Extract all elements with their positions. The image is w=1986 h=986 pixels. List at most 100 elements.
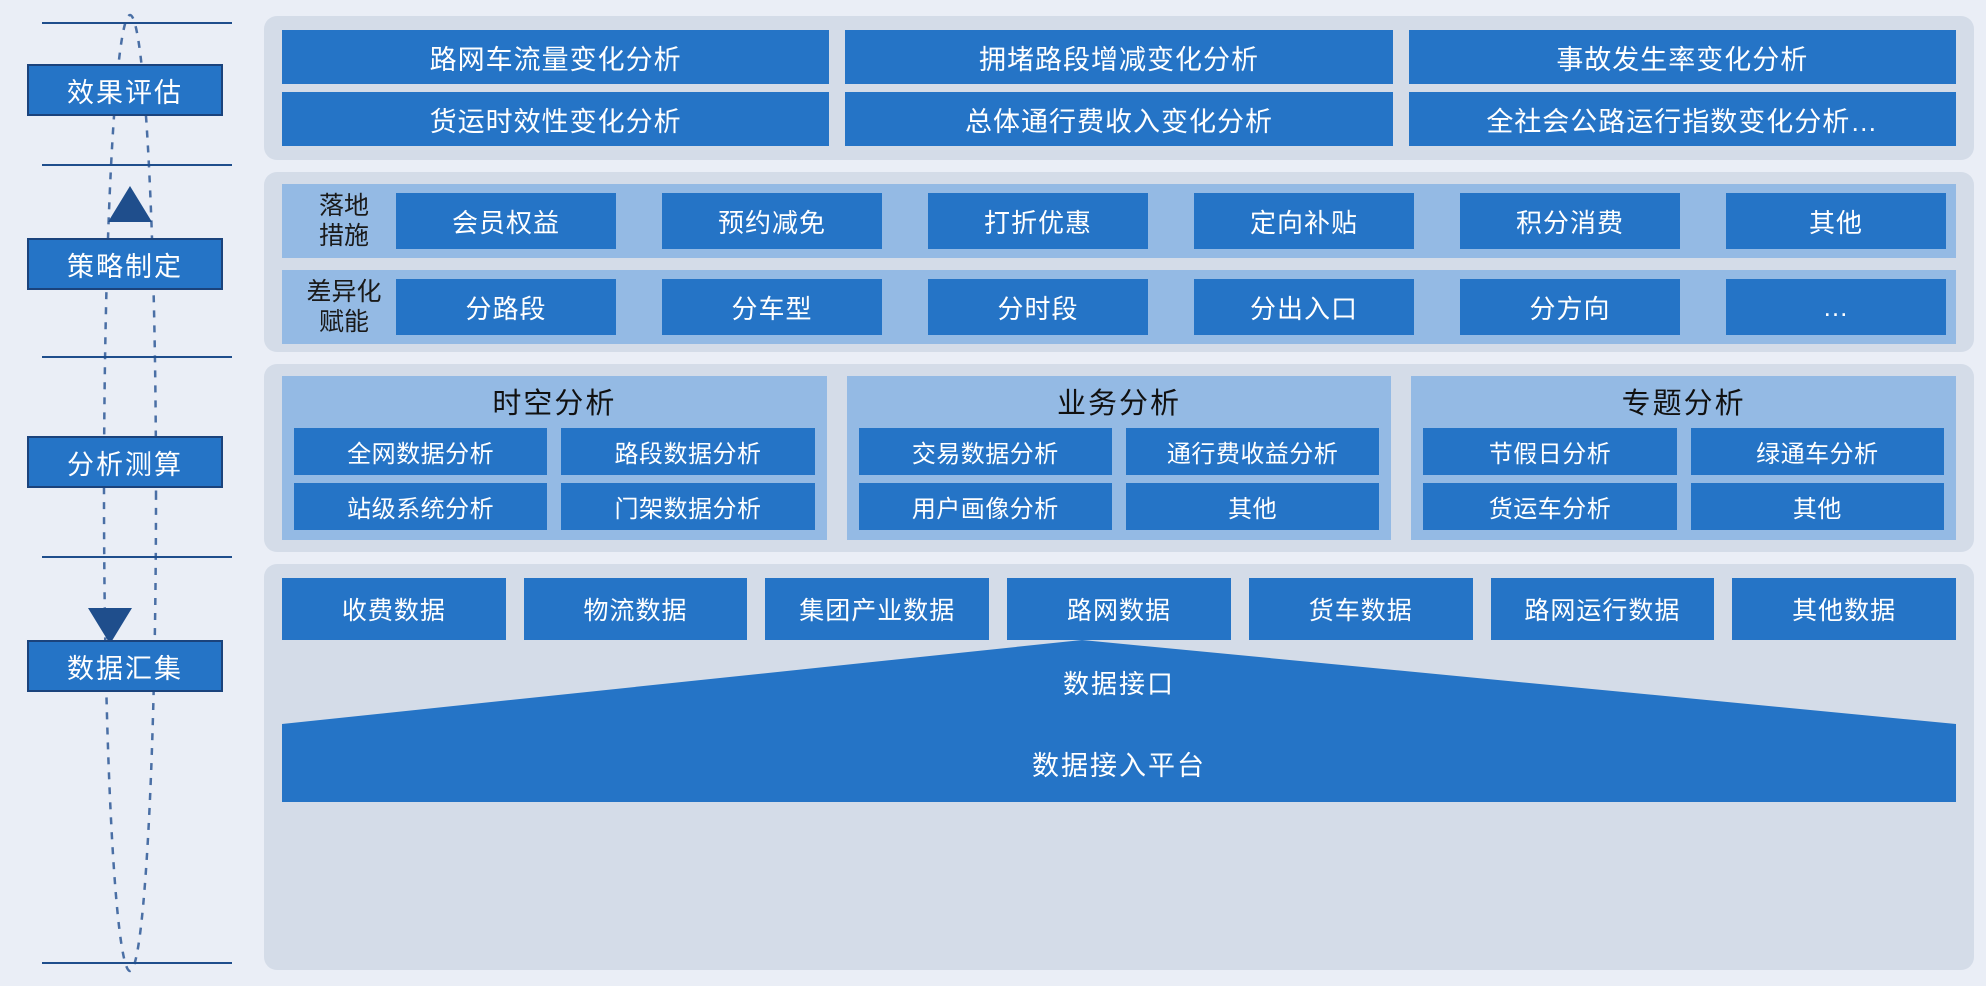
stage-chip-label: 数据汇集	[67, 653, 183, 684]
data-source-tile[interactable]: 集团产业数据	[765, 578, 990, 640]
data-source-row: 收费数据 物流数据 集团产业数据 路网数据 货车数据 路网运行数据 其他数据	[282, 578, 1956, 640]
rail-divider-1	[42, 164, 232, 166]
rail-divider-3	[42, 556, 232, 558]
strategy-band: 落地 措施 会员权益 预约减免 打折优惠 定向补贴 积分消费 其他 差异化 赋能…	[264, 172, 1974, 352]
strategy-tile[interactable]: 积分消费	[1460, 193, 1680, 249]
analysis-tile-label: 通行费收益分析	[1166, 441, 1339, 468]
data-source-tile[interactable]: 物流数据	[523, 578, 748, 640]
data-source-label: 货车数据	[1308, 597, 1413, 625]
strategy-tile-label: 打折优惠	[983, 207, 1092, 238]
analysis-tile[interactable]: 门架数据分析	[561, 483, 815, 530]
strategy-tile[interactable]: 分路段	[396, 279, 616, 335]
analysis-tile[interactable]: 其他	[1690, 483, 1944, 530]
eval-tile[interactable]: 路网车流量变化分析	[282, 30, 830, 84]
strategy-tile[interactable]: …	[1726, 279, 1946, 335]
analysis-tile-label: 其他	[1228, 496, 1278, 523]
strategy-tile-label: 分方向	[1529, 293, 1611, 324]
strategy-tile-label: 分出入口	[1249, 293, 1358, 324]
analysis-panel-grid: 节假日分析 绿通车分析 货运车分析 其他	[1423, 428, 1944, 530]
strategy-row-label: 差异化 赋能	[306, 278, 382, 336]
analysis-tile-label: 门架数据分析	[614, 496, 762, 523]
analysis-tile[interactable]: 其他	[1125, 483, 1380, 530]
analysis-tile[interactable]: 用户画像分析	[858, 483, 1112, 530]
analysis-tile[interactable]: 通行费收益分析	[1125, 428, 1380, 475]
funnel-shape-icon	[282, 640, 1956, 724]
strategy-tile[interactable]: 分时段	[928, 279, 1148, 335]
strategy-tile[interactable]: 打折优惠	[928, 193, 1148, 249]
strategy-tile-label: 分车型	[731, 293, 813, 324]
data-source-tile[interactable]: 路网运行数据	[1490, 578, 1715, 640]
analysis-tile[interactable]: 节假日分析	[1423, 428, 1677, 475]
eval-tile[interactable]: 拥堵路段增减变化分析	[845, 30, 1393, 84]
strategy-row-measures: 落地 措施 会员权益 预约减免 打折优惠 定向补贴 积分消费 其他	[282, 184, 1956, 258]
strategy-tile[interactable]: 分车型	[662, 279, 882, 335]
stage-rail: 效果评估 策略制定 分析测算 数据汇集	[0, 0, 245, 986]
rail-divider-2	[42, 356, 232, 358]
eval-tile-label: 货运时效性变化分析	[429, 106, 682, 137]
strategy-tile-label: 定向补贴	[1249, 207, 1358, 238]
analysis-panel-title: 专题分析	[1621, 388, 1746, 420]
strategy-tile[interactable]: 分方向	[1460, 279, 1680, 335]
analysis-panel-title: 时空分析	[492, 388, 617, 420]
effect-evaluation-band: 路网车流量变化分析 拥堵路段增减变化分析 事故发生率变化分析 货运时效性变化分析…	[264, 16, 1974, 160]
analysis-tile[interactable]: 交易数据分析	[858, 428, 1112, 475]
analysis-tile[interactable]: 路段数据分析	[561, 428, 815, 475]
analysis-panel-spatiotemporal: 时空分析 全网数据分析 路段数据分析 站级系统分析 门架数据分析	[282, 376, 827, 540]
analysis-tile-label: 用户画像分析	[911, 496, 1059, 523]
analysis-tile[interactable]: 全网数据分析	[294, 428, 548, 475]
eval-tile[interactable]: 事故发生率变化分析	[1408, 30, 1956, 84]
data-source-tile[interactable]: 其他数据	[1732, 578, 1956, 640]
strategy-row-label: 落地 措施	[318, 192, 369, 250]
stage-chip-analysis-calculation[interactable]: 分析测算	[27, 436, 223, 488]
rail-divider-4	[42, 962, 232, 964]
data-collection-band: 收费数据 物流数据 集团产业数据 路网数据 货车数据 路网运行数据 其他数据 数…	[264, 564, 1974, 970]
analysis-tile-label: 节假日分析	[1488, 441, 1612, 468]
strategy-tile[interactable]: 其他	[1726, 193, 1946, 249]
stage-chip-label: 效果评估	[67, 77, 183, 108]
analysis-tile[interactable]: 货运车分析	[1423, 483, 1677, 530]
strategy-row-differentiation: 差异化 赋能 分路段 分车型 分时段 分出入口 分方向 …	[282, 270, 1956, 344]
stage-chip-data-collection[interactable]: 数据汇集	[27, 640, 223, 692]
data-platform-bar[interactable]: 数据接入平台	[282, 724, 1956, 802]
data-source-label: 物流数据	[583, 597, 688, 625]
data-source-label: 收费数据	[341, 597, 446, 625]
data-source-tile[interactable]: 路网数据	[1007, 578, 1231, 640]
strategy-tile-label: 积分消费	[1515, 207, 1624, 238]
data-source-label: 路网数据	[1066, 597, 1171, 625]
analysis-tile-label: 全网数据分析	[347, 441, 495, 468]
analysis-tile-label: 交易数据分析	[911, 441, 1059, 468]
strategy-tile[interactable]: 定向补贴	[1194, 193, 1414, 249]
analysis-panel-grid: 交易数据分析 通行费收益分析 用户画像分析 其他	[858, 428, 1380, 530]
strategy-tile-label: 分路段	[465, 293, 547, 324]
stage-chip-label: 策略制定	[67, 251, 183, 282]
eval-tile-label: 拥堵路段增减变化分析	[978, 44, 1259, 75]
analysis-tile[interactable]: 绿通车分析	[1690, 428, 1944, 475]
data-interface-funnel[interactable]: 数据接口	[282, 640, 1956, 724]
strategy-tile[interactable]: 分出入口	[1194, 279, 1414, 335]
analysis-panel-thematic: 专题分析 节假日分析 绿通车分析 货运车分析 其他	[1411, 376, 1956, 540]
strategy-items: 分路段 分车型 分时段 分出入口 分方向 …	[396, 279, 1946, 335]
eval-tile[interactable]: 总体通行费收入变化分析	[845, 92, 1393, 146]
data-platform-label: 数据接入平台	[1032, 750, 1206, 781]
analysis-panels: 时空分析 全网数据分析 路段数据分析 站级系统分析 门架数据分析 业务分析 交易…	[282, 376, 1956, 540]
stage-chip-strategy-formulation[interactable]: 策略制定	[27, 238, 223, 290]
strategy-tile[interactable]: 预约减免	[662, 193, 882, 249]
eval-tile[interactable]: 货运时效性变化分析	[282, 92, 830, 146]
data-source-tile[interactable]: 收费数据	[282, 578, 506, 640]
stage-chip-effect-evaluation[interactable]: 效果评估	[27, 64, 223, 116]
data-source-tile[interactable]: 货车数据	[1248, 578, 1473, 640]
analysis-panel-grid: 全网数据分析 路段数据分析 站级系统分析 门架数据分析	[294, 428, 815, 530]
analysis-tile[interactable]: 站级系统分析	[294, 483, 548, 530]
eval-tile-label: 事故发生率变化分析	[1556, 44, 1809, 75]
content-column: 路网车流量变化分析 拥堵路段增减变化分析 事故发生率变化分析 货运时效性变化分析…	[264, 0, 1974, 986]
strategy-tile-label: …	[1822, 291, 1850, 322]
analysis-tile-label: 其他	[1792, 496, 1842, 523]
analysis-tile-label: 站级系统分析	[347, 496, 495, 523]
feedback-loop-icon	[88, 13, 158, 973]
eval-tile[interactable]: 全社会公路运行指数变化分析…	[1408, 92, 1956, 146]
analysis-tile-label: 绿通车分析	[1756, 441, 1879, 468]
data-source-label: 集团产业数据	[799, 597, 956, 625]
eval-tile-label: 总体通行费收入变化分析	[964, 106, 1273, 137]
strategy-tile[interactable]: 会员权益	[396, 193, 616, 249]
